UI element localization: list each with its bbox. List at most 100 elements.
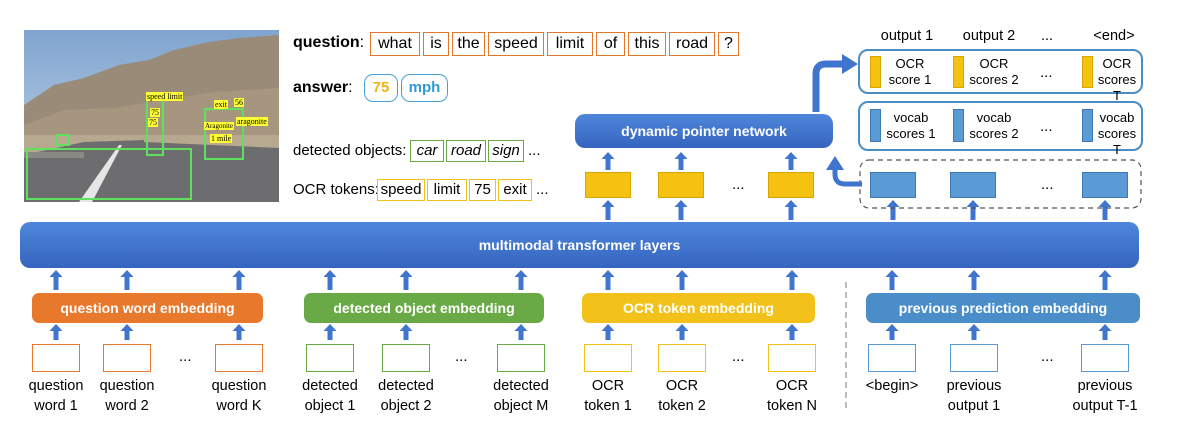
input-label: question word K [211, 378, 267, 414]
vocab-scores-frame [858, 101, 1143, 151]
input-label: detected object M [493, 378, 549, 414]
question-token: this [628, 32, 666, 56]
detected-object-token: road [446, 140, 486, 162]
question-token: what [370, 32, 420, 56]
question-word-input-box [103, 344, 151, 372]
ocr-tokens-label: OCR tokens: [293, 181, 379, 198]
ocr-token: speed [377, 179, 425, 201]
previous-input-box [1081, 344, 1129, 372]
input-label: question word 1 [28, 378, 84, 414]
curved-arrow-to-ocr-scores-head [842, 54, 858, 74]
answer-token: 75 [364, 74, 398, 102]
up-arrow-icon [49, 270, 63, 290]
sign-detection-box-2 [204, 108, 244, 160]
up-arrow-icon [601, 200, 615, 220]
ocr-output-state-1 [585, 172, 631, 198]
up-arrow-icon [232, 324, 246, 340]
input-label: previous output 1 [946, 378, 1002, 414]
output-label-1: output 1 [880, 28, 934, 44]
up-arrow-icon [885, 324, 899, 340]
ocr-score-label-2: OCR scores 2 [969, 56, 1019, 87]
ocr-token: limit [427, 179, 467, 201]
output-label-2: output 2 [962, 28, 1016, 44]
ocr-token: 75 [469, 179, 496, 201]
ocr-output-state-2 [658, 172, 704, 198]
question-heading: question: [293, 34, 365, 51]
ocr-input-box [658, 344, 706, 372]
multimodal-transformer-layers: multimodal transformer layers [20, 222, 1139, 268]
ocr-label-exit: exit [214, 100, 228, 109]
vocab-score-bar-1 [870, 109, 881, 142]
up-arrow-icon [1098, 270, 1112, 290]
up-arrow-icon [886, 200, 900, 220]
ocr-label-speed-limit: speed limit [146, 92, 184, 101]
up-arrows [49, 152, 1112, 340]
vocab-score-bar-t [1082, 109, 1093, 142]
detected-objects-ellipsis: ... [528, 142, 541, 159]
input-label: question word 2 [99, 378, 155, 414]
curved-arrow-to-vocab [832, 168, 862, 187]
vocab-score-label-t: vocab scores T [1097, 110, 1137, 157]
question-token: limit [547, 32, 593, 56]
up-arrow-icon [49, 324, 63, 340]
up-arrow-icon [120, 270, 134, 290]
road-detection-box [26, 148, 192, 200]
up-arrow-icon [232, 270, 246, 290]
road-scene-image: speed limit 75 75 exit 56 Aragonite arag… [24, 30, 279, 202]
previous-input-box [868, 344, 916, 372]
ocr-label-75: 75 [150, 108, 160, 117]
ocr-label-56: 56 [234, 98, 244, 107]
up-arrow-icon [323, 324, 337, 340]
previous-prediction-embedding: previous prediction embedding [866, 293, 1140, 323]
object-input-box [497, 344, 545, 372]
up-arrow-icon [675, 324, 689, 340]
ocr-input-box [584, 344, 632, 372]
up-arrow-icon [399, 324, 413, 340]
ocr-output-state-n [768, 172, 814, 198]
ocr-score-label-t: OCR scores T [1097, 56, 1137, 103]
question-token: ? [718, 32, 739, 56]
detected-object-token: sign [488, 140, 524, 162]
ocr-token: exit [498, 179, 532, 201]
ellipsis: ... [1040, 64, 1053, 81]
ellipsis: ... [732, 348, 745, 365]
vocab-score-label-1: vocab scores 1 [886, 110, 936, 141]
object-input-box [306, 344, 354, 372]
up-arrow-icon [1098, 324, 1112, 340]
up-arrow-icon [120, 324, 134, 340]
ellipsis: ... [732, 176, 745, 193]
output-label-end: <end> [1093, 28, 1135, 44]
up-arrow-icon [1098, 200, 1112, 220]
question-token: of [596, 32, 625, 56]
output-label-ellipsis: ... [1040, 28, 1054, 44]
input-label: OCR token 2 [658, 378, 706, 414]
ocr-token-embedding: OCR token embedding [582, 293, 815, 323]
up-arrow-icon [785, 324, 799, 340]
ellipsis: ... [1040, 118, 1053, 135]
question-token: road [669, 32, 715, 56]
ocr-label-75-b: 75 [148, 118, 158, 127]
question-token: speed [488, 32, 544, 56]
ocr-score-bar-2 [953, 56, 964, 88]
detected-objects-label: detected objects: [293, 142, 407, 159]
answer-heading: answer: [293, 79, 353, 96]
input-label: OCR token N [767, 378, 817, 414]
up-arrow-icon [967, 270, 981, 290]
ocr-label-aragonite-sign: Aragonite [204, 122, 234, 130]
up-arrow-icon [675, 270, 689, 290]
question-word-input-box [32, 344, 80, 372]
question-word-input-box [215, 344, 263, 372]
ocr-score-bar-t [1082, 56, 1093, 88]
dynamic-pointer-network: dynamic pointer network [575, 114, 833, 148]
decoder-state-t [1082, 172, 1128, 198]
vocab-score-label-2: vocab scores 2 [969, 110, 1019, 141]
up-arrow-icon [785, 270, 799, 290]
up-arrow-icon [601, 324, 615, 340]
up-arrow-icon [966, 200, 980, 220]
ocr-tokens-ellipsis: ... [536, 181, 549, 198]
car-detection-box [56, 134, 70, 146]
ocr-label-1-mile: 1 mile [210, 134, 233, 143]
up-arrow-icon [601, 270, 615, 290]
up-arrow-icon [514, 270, 528, 290]
